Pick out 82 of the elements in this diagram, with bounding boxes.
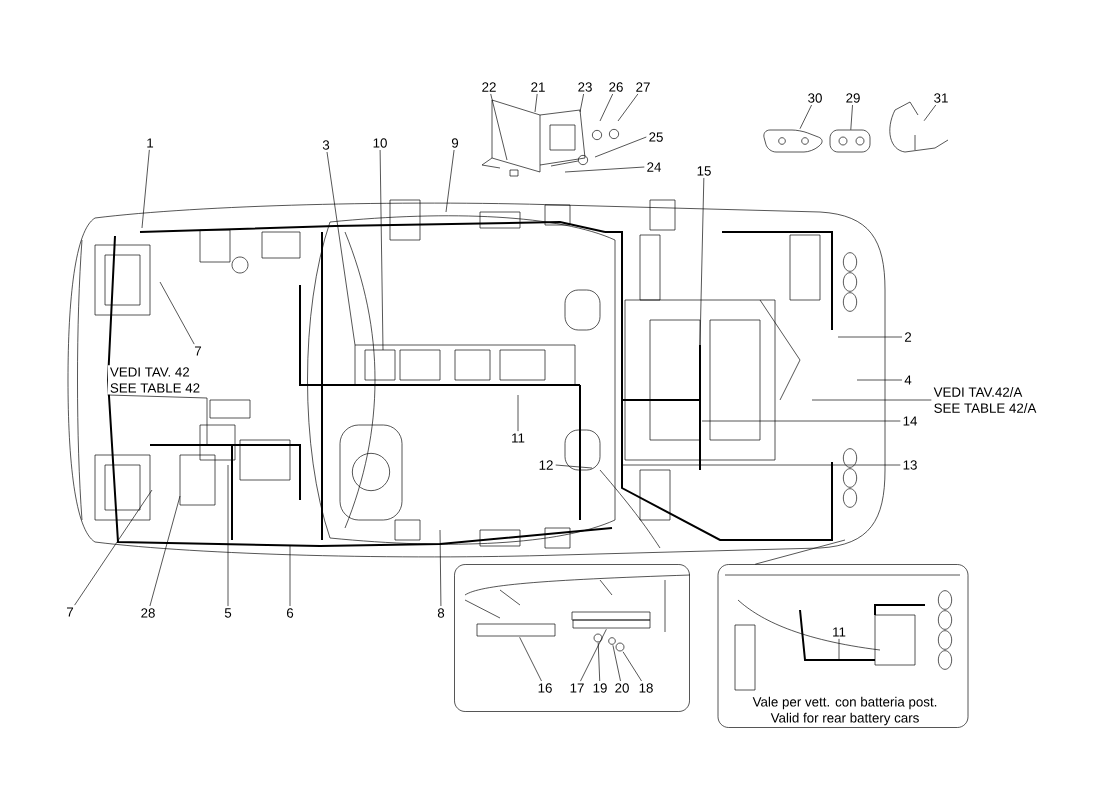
callout-number: 8 [435,606,447,620]
leader-line [107,394,208,446]
leader-line [594,136,647,158]
leader-line [326,151,356,346]
leader-line [555,464,593,469]
leader-line [580,628,607,682]
leader-line [754,539,846,565]
nut-icon [615,642,625,652]
leader-line [149,495,181,607]
leader-line [289,544,291,607]
leader-line [439,529,442,607]
leader-line [621,464,901,466]
leader-line [597,642,601,682]
leader-line [534,93,538,113]
leader-line [379,149,384,351]
clip-drawing [889,101,949,153]
callout-number: 9 [449,136,461,150]
leader-line [141,149,150,229]
washer-icon [608,637,616,645]
callout-number: 2 [902,330,914,344]
callout-number: 5 [222,606,234,620]
callout-number: 25 [646,130,666,144]
callout-number: 15 [694,164,714,178]
callout-number: 18 [636,681,656,695]
grommet-drawing [763,129,823,153]
leader-line [837,336,903,338]
callout-number: 22 [479,80,499,94]
reference-note: VEDI TAV.42/A SEE TABLE 42/A [931,385,1039,415]
callout-number: 24 [644,160,664,174]
callout-number: 29 [843,91,863,105]
callout-number: 13 [900,458,920,472]
leader-line [564,166,645,173]
rail-drawing [571,611,651,629]
callout-number: 30 [805,91,825,105]
washer-icon [593,633,603,643]
leader-line [923,104,937,122]
callout-number: 21 [528,80,548,94]
leader-line [699,177,705,346]
callout-number: 17 [567,681,587,695]
grommet-drawing [829,129,871,153]
leader-line [599,93,614,122]
callout-number: 28 [138,606,158,620]
callout-number: 26 [606,80,626,94]
leader-line [579,93,584,113]
leader-line [74,489,153,606]
leader-line [811,399,932,401]
leader-line [159,281,195,345]
detail-inset-box [454,564,690,712]
callout-number: 10 [370,136,390,150]
callout-number: 16 [535,681,555,695]
leader-line [517,394,519,432]
caption-text: Valid for rear battery cars [769,711,921,727]
callout-number: 19 [590,681,610,695]
callout-number: 14 [900,414,920,428]
caption-text: Vale per vett. con batteria post. [751,695,939,711]
callout-number: 27 [633,80,653,94]
callout-number: 7 [64,605,76,619]
callout-number: 3 [320,138,332,152]
callout-number: 31 [931,91,951,105]
leader-line [799,104,812,130]
leader-line [519,636,542,682]
detail-inset-box [717,564,969,728]
leader-line [701,420,901,422]
callout-number: 23 [575,80,595,94]
leader-line [445,149,455,213]
callout-number: 11 [509,431,527,445]
callout-number: 6 [284,606,296,620]
leader-line [838,638,840,661]
leader-line [612,644,621,682]
leader-line [622,651,642,682]
callout-number: 4 [902,373,914,387]
rail-drawing [476,623,556,637]
callout-number: 7 [192,344,204,358]
leader-line [227,464,229,607]
callout-number: 12 [536,458,556,472]
reference-note: VEDI TAV. 42 SEE TABLE 42 [107,365,203,395]
leader-line [617,93,639,122]
callout-number: 1 [144,136,156,150]
leader-line [856,379,903,381]
callout-number: 11 [830,625,848,639]
callout-number: 20 [612,681,632,695]
leader-line [850,104,853,131]
